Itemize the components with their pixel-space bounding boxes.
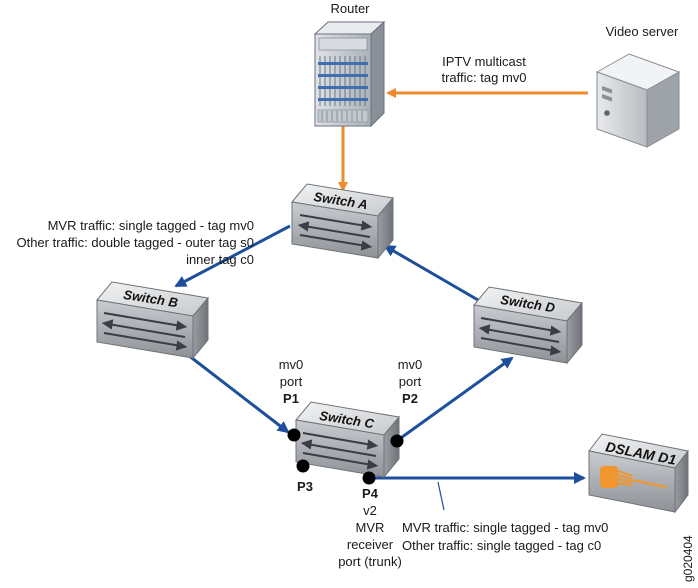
links	[174, 88, 588, 484]
p4-label-line-5: port (trunk)	[338, 554, 402, 569]
p1-label-line-1: mv0	[279, 357, 304, 372]
dslam-traffic-line-1: MVR traffic: single tagged - tag mv0	[402, 520, 608, 535]
iptv-annotation-line-2: traffic: tag mv0	[441, 70, 526, 85]
link-switch-d-to-switch-a	[383, 244, 479, 302]
dslam-link-marker	[437, 481, 445, 511]
dslam-traffic-line-2: Other traffic: single tagged - tag c0	[402, 538, 601, 553]
link-switch-c-to-switch-d	[397, 356, 514, 442]
p4-label-line-1: P4	[362, 486, 379, 501]
fiber-splitter-icon	[600, 466, 667, 489]
port-p3-dot[interactable]	[296, 459, 310, 473]
router[interactable]: Router	[313, 1, 386, 128]
p2-label-line-1: mv0	[398, 357, 423, 372]
p1-label-line-3: P1	[283, 391, 299, 406]
figure-code: g020404	[681, 535, 695, 582]
p4-label-line-3: MVR	[356, 520, 385, 535]
video-server[interactable]: Video server	[595, 24, 681, 148]
p4-label-line-4: receiver	[347, 537, 394, 552]
p2-label-line-3: P2	[402, 391, 418, 406]
video-server-label: Video server	[606, 24, 679, 39]
switch-a[interactable]: Switch A	[291, 183, 394, 260]
link-switch-b-to-switch-c	[187, 353, 290, 434]
p4-label-line-2: v2	[363, 503, 377, 518]
p2-label-line-2: port	[399, 374, 422, 389]
port-p2-dot[interactable]	[390, 434, 404, 448]
p1-label-line-2: port	[280, 374, 303, 389]
link-switch-a-to-switch-b	[174, 224, 291, 288]
switch-a-traffic-line-3: inner tag c0	[186, 252, 254, 267]
router-label: Router	[330, 1, 370, 16]
server-tower-icon	[602, 86, 612, 116]
switch-b[interactable]: Switch B	[96, 281, 209, 360]
switch-a-traffic-line-2: Other traffic: double tagged - outer tag…	[16, 235, 254, 250]
switch-d[interactable]: Switch D	[473, 286, 583, 365]
port-p1-dot[interactable]	[287, 428, 301, 442]
dslam-d1[interactable]: DSLAM D1	[588, 433, 689, 514]
switch-c[interactable]: Switch C	[295, 401, 400, 479]
p3-label: P3	[297, 479, 313, 494]
switch-a-traffic-line-1: MVR traffic: single tagged - tag mv0	[48, 218, 254, 233]
iptv-annotation-line-1: IPTV multicast	[442, 54, 526, 69]
port-p4-dot[interactable]	[362, 471, 376, 485]
